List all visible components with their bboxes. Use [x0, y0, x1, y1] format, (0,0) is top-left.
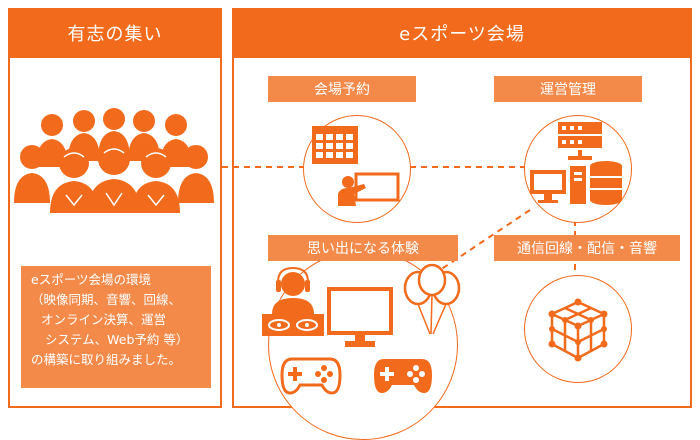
description-line-1: eスポーツ会場の環境: [31, 272, 151, 287]
gamepad-outline-icon: [280, 357, 342, 395]
gamepad-filled-icon: [374, 359, 432, 393]
management-tag: 運営管理: [494, 76, 642, 102]
monitor-icon: [327, 287, 393, 347]
balloons-icon: [403, 263, 461, 335]
calendar-presentation-icon: [312, 126, 400, 206]
reservation-tag: 会場予約: [268, 76, 416, 102]
server-database-icon: [530, 122, 622, 205]
right-panel-title: eスポーツ会場: [232, 8, 692, 58]
description-line-4: システム、Web予約 等）: [45, 332, 189, 347]
description-line-5: の構築に取り組みました。: [31, 352, 182, 367]
description-line-2: （映像同期、音響、回線、: [31, 292, 182, 307]
dj-icon: [262, 266, 324, 336]
network-cube-icon: [548, 298, 608, 362]
experience-tag: 思い出になる体験: [268, 235, 458, 261]
left-panel-title: 有志の集い: [8, 8, 222, 58]
description-line-3: オンライン決算、運営: [41, 312, 167, 327]
people-group-icon: [14, 108, 214, 213]
network-tag: 通信回線・配信・音響: [494, 235, 680, 261]
network-circle: [524, 275, 632, 383]
left-panel-description: eスポーツ会場の環境 （映像同期、音響、回線、 オンライン決算、運営 システム、…: [21, 266, 211, 388]
